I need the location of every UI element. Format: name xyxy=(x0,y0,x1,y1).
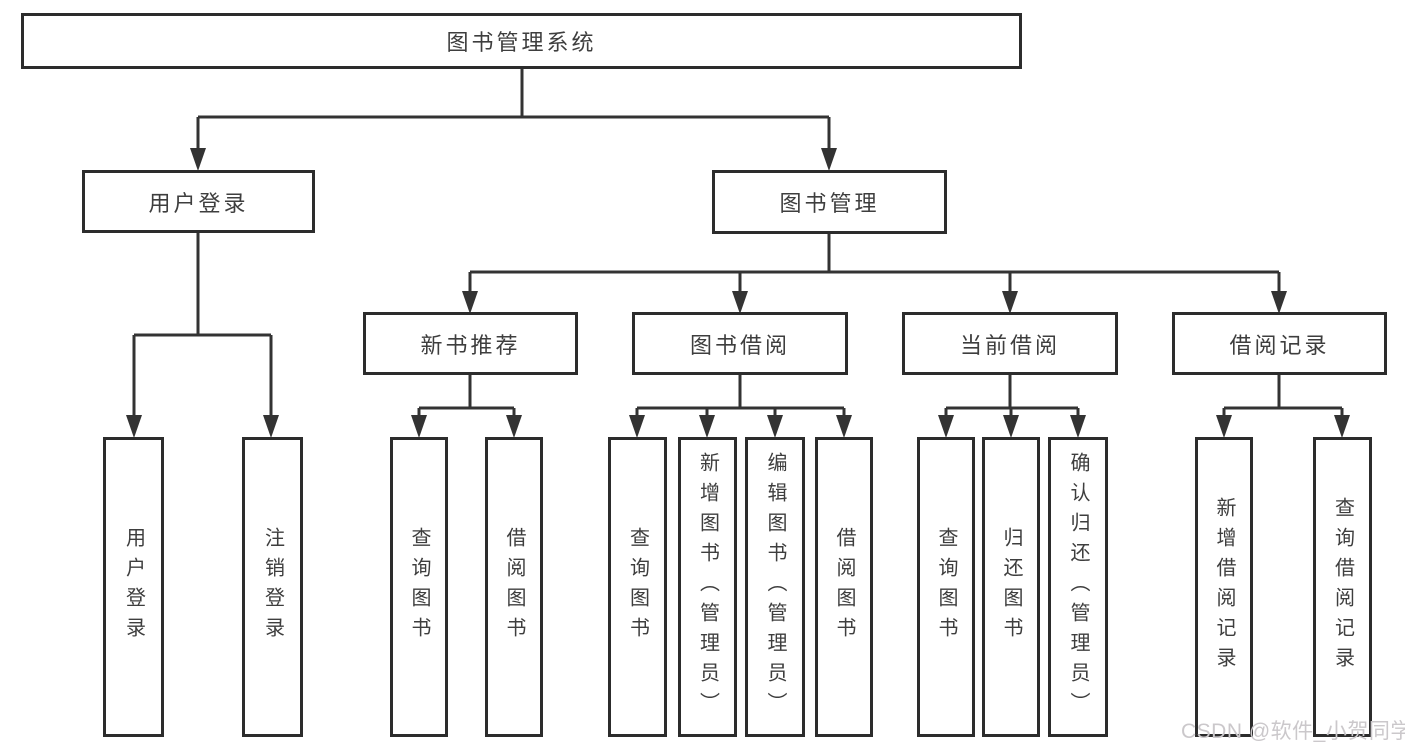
leaf-edit-book-admin: 编辑图书（管理员） xyxy=(745,437,805,737)
node-book-management-label: 图书管理 xyxy=(779,191,880,216)
leaf-query-books-recommend-label: 查询图书 xyxy=(408,527,430,647)
node-current-borrow: 当前借阅 xyxy=(902,312,1118,375)
node-borrow-records: 借阅记录 xyxy=(1172,312,1387,375)
leaf-user-login: 用户登录 xyxy=(103,437,164,737)
node-library-system-label: 图书管理系统 xyxy=(446,30,597,55)
leaf-borrow-books-recommend-label: 借阅图书 xyxy=(503,527,525,647)
leaf-logout-label: 注销登录 xyxy=(261,527,284,647)
leaf-query-borrow-record-label: 查询借阅记录 xyxy=(1331,497,1354,677)
leaf-add-book-admin-label: 新增图书（管理员） xyxy=(696,452,719,722)
node-new-book-recommend-label: 新书推荐 xyxy=(420,332,521,358)
leaf-edit-book-admin-label: 编辑图书（管理员） xyxy=(764,452,786,722)
leaf-return-book: 归还图书 xyxy=(982,437,1040,737)
leaf-logout: 注销登录 xyxy=(242,437,303,737)
node-library-system: 图书管理系统 xyxy=(21,13,1022,69)
leaf-borrow-books-borrow-label: 借阅图书 xyxy=(833,527,855,647)
leaf-query-books-borrow: 查询图书 xyxy=(608,437,667,737)
node-new-book-recommend: 新书推荐 xyxy=(363,312,578,375)
leaf-user-login-label: 用户登录 xyxy=(122,527,145,647)
leaf-borrow-books-recommend: 借阅图书 xyxy=(485,437,543,737)
node-current-borrow-label: 当前借阅 xyxy=(959,332,1060,358)
node-borrow-records-label: 借阅记录 xyxy=(1229,332,1330,358)
leaf-query-books-borrow-label: 查询图书 xyxy=(626,527,649,647)
leaf-add-borrow-record: 新增借阅记录 xyxy=(1195,437,1253,737)
node-book-borrow: 图书借阅 xyxy=(632,312,848,375)
leaf-add-book-admin: 新增图书（管理员） xyxy=(678,437,737,737)
leaf-query-books-current: 查询图书 xyxy=(917,437,975,737)
leaf-return-book-label: 归还图书 xyxy=(1000,527,1022,647)
leaf-add-borrow-record-label: 新增借阅记录 xyxy=(1213,497,1235,677)
leaf-confirm-return-admin-label: 确认归还（管理员） xyxy=(1067,452,1089,722)
node-user-login: 用户登录 xyxy=(82,170,315,233)
node-book-borrow-label: 图书借阅 xyxy=(689,332,790,358)
leaf-query-books-current-label: 查询图书 xyxy=(935,527,957,647)
csdn-watermark: CSDN @软件_小贺同学 xyxy=(1181,720,1405,743)
node-book-management: 图书管理 xyxy=(712,170,947,234)
node-user-login-label: 用户登录 xyxy=(148,190,249,216)
leaf-query-books-recommend: 查询图书 xyxy=(390,437,448,737)
leaf-query-borrow-record: 查询借阅记录 xyxy=(1313,437,1372,737)
leaf-borrow-books-borrow: 借阅图书 xyxy=(815,437,873,737)
leaf-confirm-return-admin: 确认归还（管理员） xyxy=(1048,437,1108,737)
